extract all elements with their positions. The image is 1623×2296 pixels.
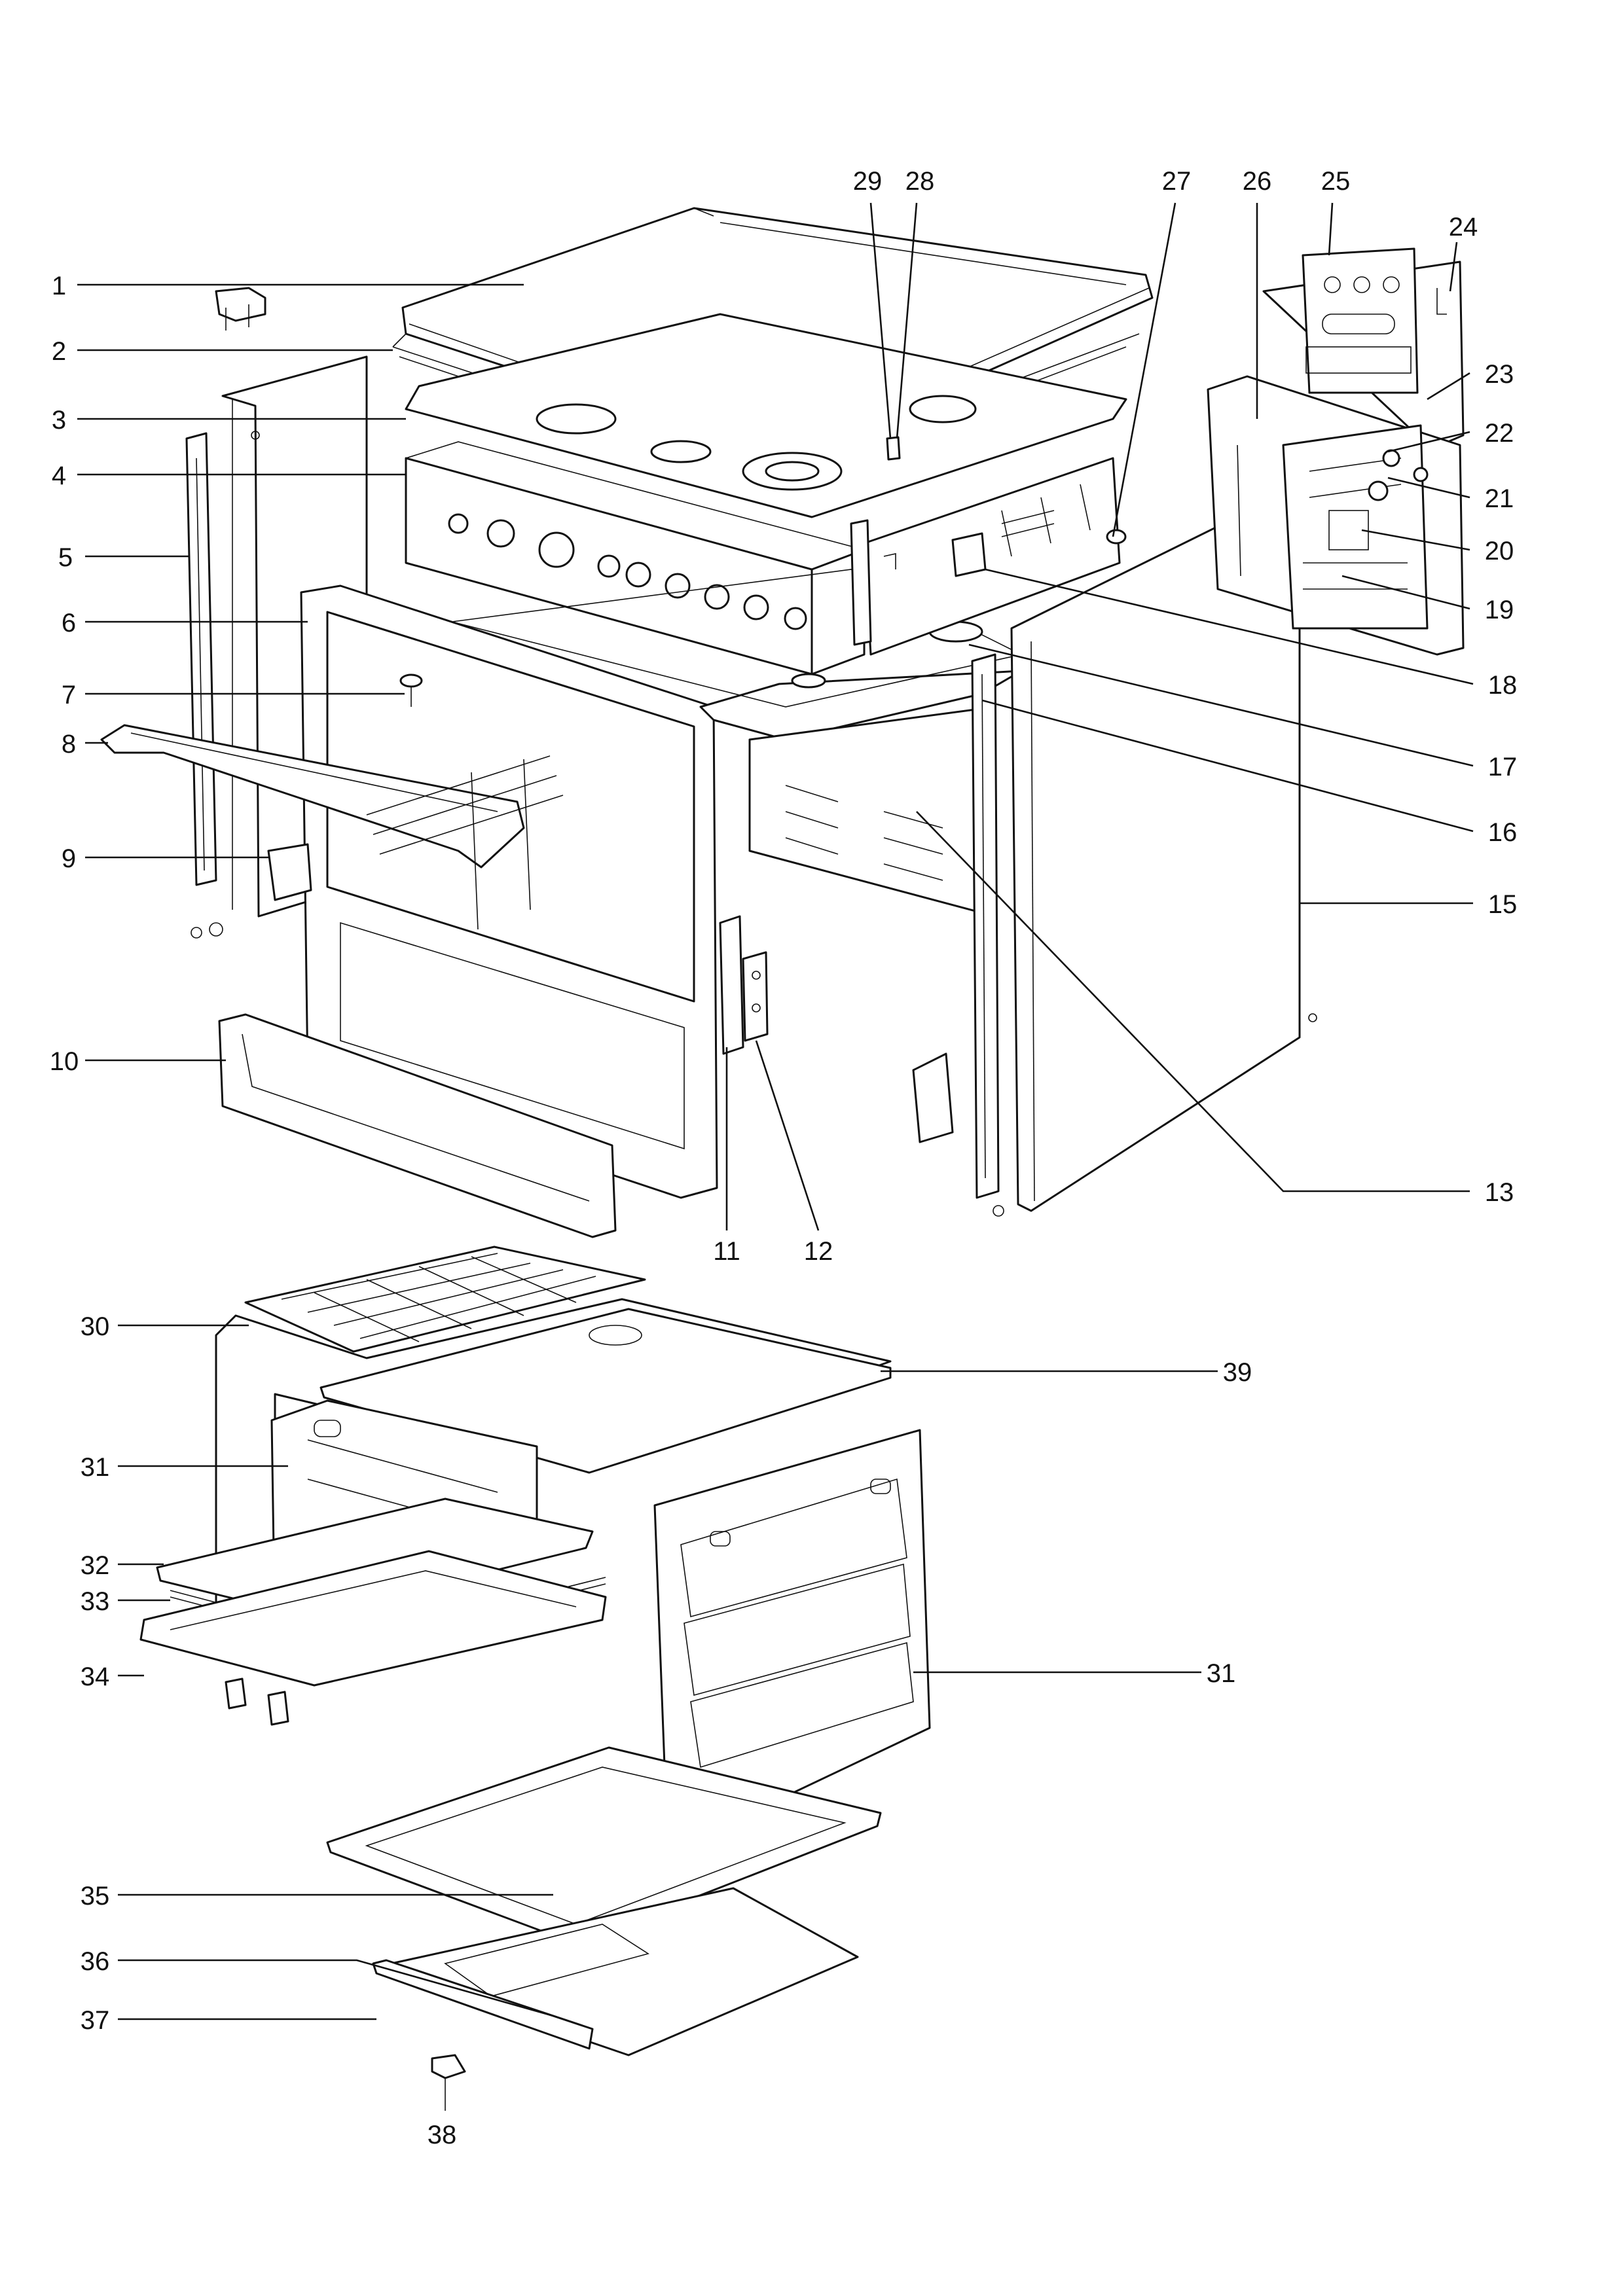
callout-5: 5 (58, 543, 73, 572)
callout-6: 6 (62, 609, 76, 637)
callout-35: 35 (81, 1882, 110, 1910)
callout-26: 26 (1243, 167, 1272, 196)
callout-20: 20 (1485, 537, 1514, 565)
callout-31-left: 31 (81, 1453, 110, 1482)
callout-4: 4 (52, 461, 66, 490)
callout-36: 36 (81, 1947, 110, 1976)
callout-29: 29 (853, 167, 883, 196)
callout-12: 12 (804, 1237, 833, 1266)
part-6-door-frame (300, 584, 718, 1199)
callout-38: 38 (428, 2121, 457, 2149)
callout-16: 16 (1488, 818, 1518, 847)
part-7-knob (399, 673, 423, 707)
part-25-bezel (1302, 247, 1419, 394)
callout-19: 19 (1485, 596, 1514, 624)
part-37-rail (372, 1959, 594, 2050)
callout-24: 24 (1449, 213, 1478, 242)
part-36-base-plate (375, 1887, 859, 2056)
callout-25: 25 (1321, 167, 1351, 196)
part-9-bracket (191, 843, 312, 939)
callout-23: 23 (1485, 360, 1514, 389)
lower-assembly (139, 1246, 931, 2111)
callout-37: 37 (81, 2006, 110, 2035)
part-31-right-liner (653, 1429, 931, 1854)
callout-22: 22 (1485, 419, 1514, 448)
part-racks-upper (366, 755, 564, 930)
callout-2: 2 (52, 337, 66, 366)
callout-30: 30 (81, 1312, 110, 1341)
callout-10: 10 (50, 1047, 79, 1076)
callout-17: 17 (1488, 753, 1518, 781)
part-4-control-panel (405, 441, 866, 675)
callout-8: 8 (62, 730, 76, 759)
callout-13: 13 (1485, 1178, 1514, 1207)
upper-assembly (100, 207, 1465, 1238)
callout-39: 39 (1223, 1358, 1252, 1387)
callout-11: 11 (713, 1237, 740, 1266)
callout-28: 28 (905, 167, 935, 196)
part-10-kick-plate (218, 1013, 617, 1238)
callout-18: 18 (1488, 671, 1518, 700)
callout-21: 21 (1485, 484, 1514, 513)
callout-33: 33 (81, 1587, 110, 1616)
callout-31-right: 31 (1207, 1659, 1236, 1688)
leader-lines (77, 202, 1474, 2020)
part-11-hinge-strip (719, 915, 744, 1055)
callout-9: 9 (62, 844, 76, 873)
callout-15: 15 (1488, 890, 1518, 919)
part-19-23-switch-block (1282, 424, 1429, 630)
part-13-rear-panel (748, 706, 996, 918)
part-clip-small (215, 287, 266, 331)
part-5-hinge-rail (185, 432, 217, 886)
part-front-rail-right (971, 653, 1004, 1217)
callout-3: 3 (52, 406, 66, 435)
part-34-drip-tray (139, 1550, 607, 1726)
part-38-foot (431, 2054, 466, 2111)
part-30-grill-rack (244, 1246, 646, 1353)
callout-7: 7 (62, 681, 76, 709)
callout-1: 1 (52, 272, 66, 300)
part-3-hob-plate (405, 313, 1127, 518)
callout-34: 34 (81, 1662, 110, 1691)
part-rear-electrics (850, 436, 1127, 656)
callout-32: 32 (81, 1551, 110, 1580)
callout-27: 27 (1162, 167, 1192, 196)
part-32-shelf (156, 1498, 594, 1618)
part-12-latch (742, 951, 769, 1042)
part-8-deflector (100, 724, 525, 869)
part-rear-bracket (912, 1052, 954, 1143)
callout-labels: 1 2 3 4 5 6 7 8 9 10 11 12 13 15 16 17 1… (50, 167, 1518, 2149)
